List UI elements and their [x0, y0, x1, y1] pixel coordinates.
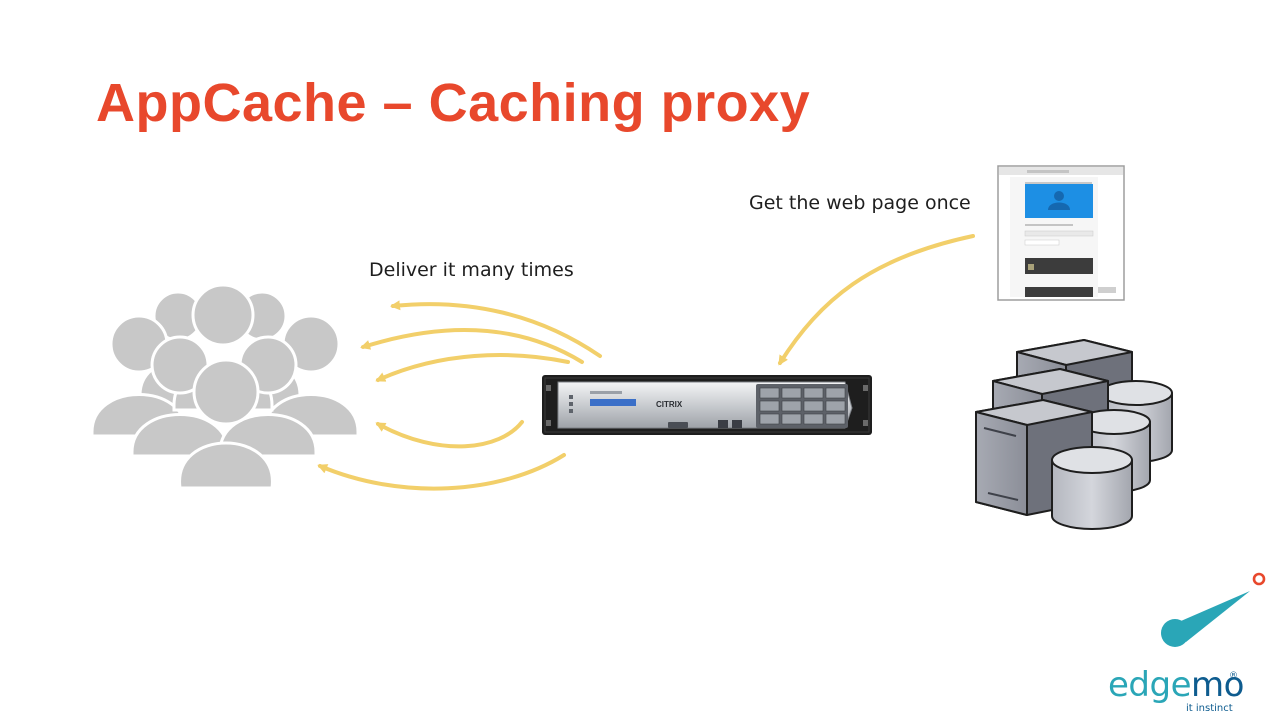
- citrix-proxy-appliance-icon: CITRIX: [542, 375, 872, 435]
- logo-tagline: it instinct: [1186, 703, 1233, 714]
- logo-registered-mark: ®: [1229, 671, 1238, 681]
- delivery-arrow-5: [317, 453, 566, 491]
- rack-ear-left: [546, 385, 551, 426]
- delivery-arrow-4: [375, 420, 524, 449]
- logo-name-part1: edge: [1108, 665, 1192, 705]
- label-deliver-many-times: Deliver it many times: [369, 259, 574, 281]
- logo-name-part2: mo: [1191, 665, 1244, 705]
- appliance-drive-bays: [756, 384, 848, 428]
- database-cylinder-front: [1051, 446, 1133, 530]
- appliance-lcd: [590, 399, 636, 406]
- web-page-screenshot-icon: [997, 165, 1125, 301]
- user-icon-front: [178, 358, 274, 490]
- edgemo-logo-mark: [1161, 572, 1266, 647]
- appliance-brand: CITRIX: [656, 400, 683, 409]
- users-group-icon: [90, 283, 360, 490]
- delivery-arrow-2: [360, 328, 584, 364]
- delivery-arrow-1: [390, 300, 602, 358]
- fetch-arrow: [778, 234, 975, 366]
- server-database-cluster-icon: [975, 339, 1173, 530]
- delivery-arrows: [317, 300, 602, 491]
- edgemo-logo-wordmark: edgemo: [1108, 668, 1244, 702]
- delivery-arrow-3: [375, 353, 570, 382]
- rack-ear-right: [863, 385, 868, 426]
- label-get-web-page-once: Get the web page once: [749, 192, 971, 214]
- slide-title: AppCache – Caching proxy: [96, 73, 811, 133]
